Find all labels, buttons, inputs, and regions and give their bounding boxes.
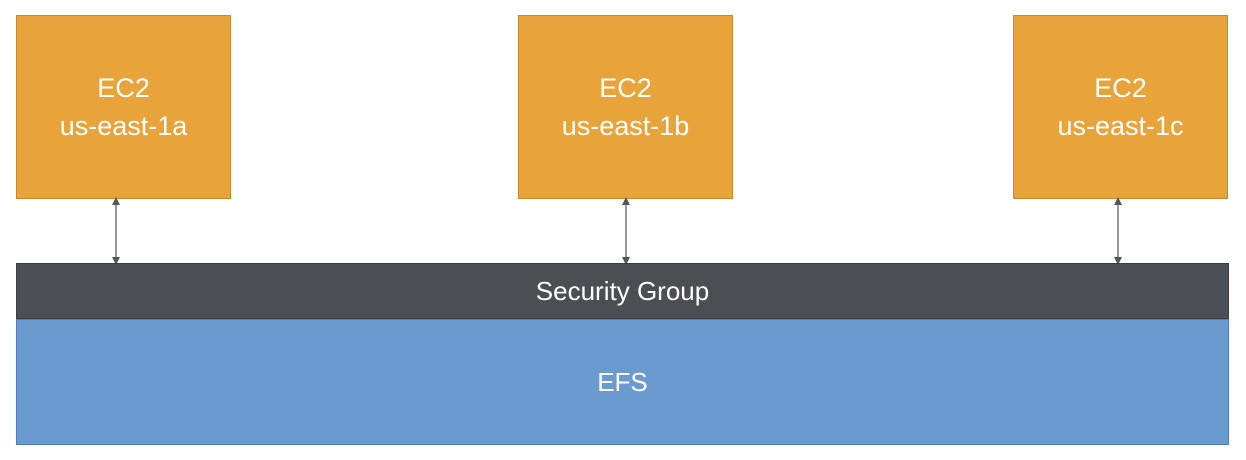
ec2-instance-us-east-1b: EC2 us-east-1b: [518, 15, 733, 199]
ec2-type-label: EC2: [1094, 73, 1147, 103]
ec2-zone-label: us-east-1b: [561, 111, 690, 141]
ec2-zone-label: us-east-1c: [1057, 111, 1184, 141]
ec2-type-label: EC2: [97, 73, 150, 103]
ec2-instance-us-east-1c: EC2 us-east-1c: [1013, 15, 1228, 199]
ec2-instance-us-east-1a: EC2 us-east-1a: [16, 15, 231, 199]
efs-label: EFS: [597, 366, 648, 397]
security-group-label: Security Group: [535, 275, 710, 306]
security-group-bar: Security Group: [16, 263, 1229, 319]
ec2-zone-label: us-east-1a: [59, 111, 188, 141]
ec2-type-label: EC2: [599, 73, 652, 103]
efs-storage-bar: EFS: [16, 319, 1229, 445]
